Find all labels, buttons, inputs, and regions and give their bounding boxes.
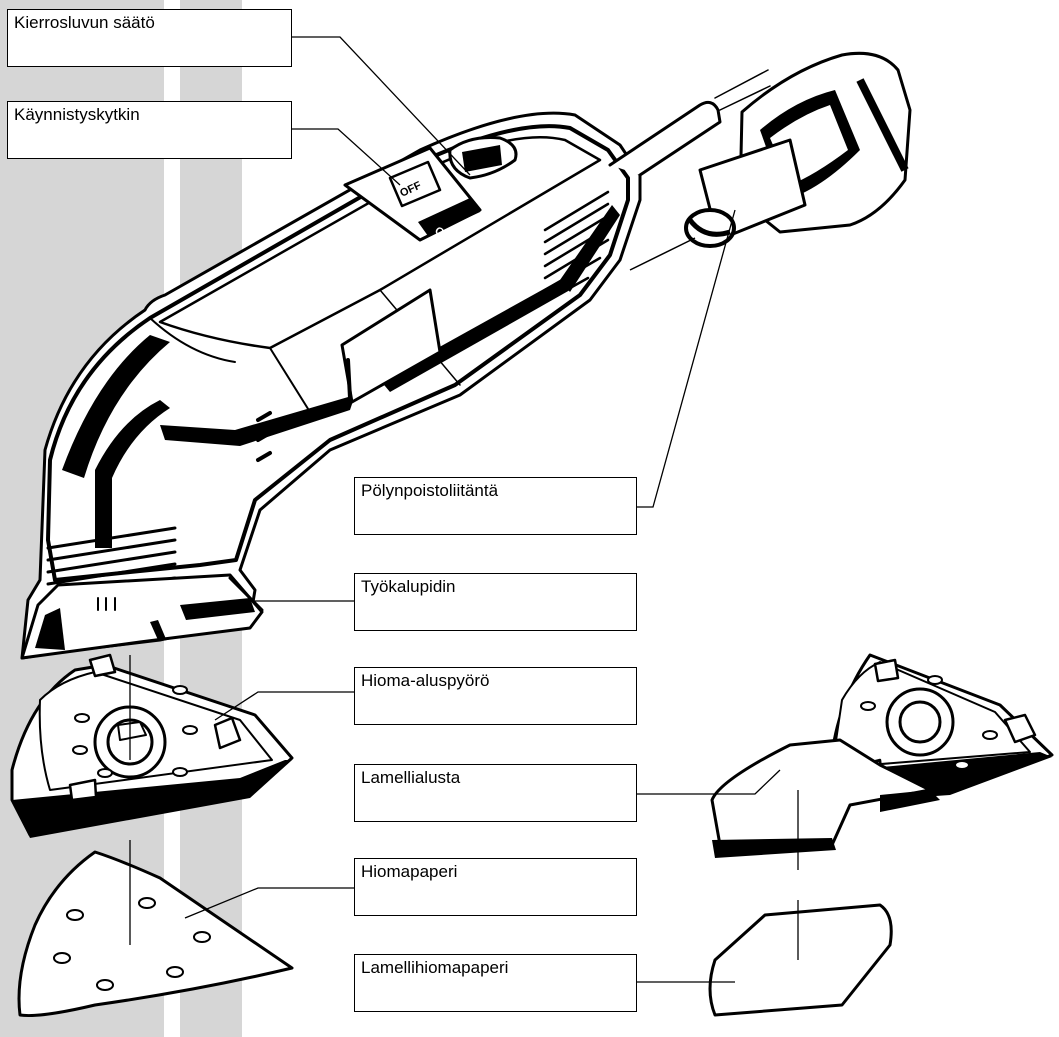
label-lamella-paper: Lamellihiomapaperi	[354, 954, 637, 1012]
dust-extraction-adapter	[629, 51, 912, 271]
triangular-sanding-pad	[10, 653, 294, 838]
leader-lines	[129, 36, 799, 983]
label-power-switch: Käynnistyskytkin	[7, 101, 292, 159]
label-dust-extraction: Pölynpoistoliitäntä	[354, 477, 637, 535]
label-lamella-pad: Lamellialusta	[354, 764, 637, 822]
label-sanding-pad: Hioma-aluspyörö	[354, 667, 637, 725]
lamella-sanding-pad	[710, 653, 1054, 858]
label-speed-control: Kierrosluvun säätö	[7, 9, 292, 67]
triangular-sanding-paper	[17, 850, 294, 1018]
label-sanding-paper: Hiomapaperi	[354, 858, 637, 916]
lamella-sanding-paper	[708, 903, 893, 1017]
sander-body	[20, 69, 771, 660]
label-tool-holder: Työkalupidin	[354, 573, 637, 631]
